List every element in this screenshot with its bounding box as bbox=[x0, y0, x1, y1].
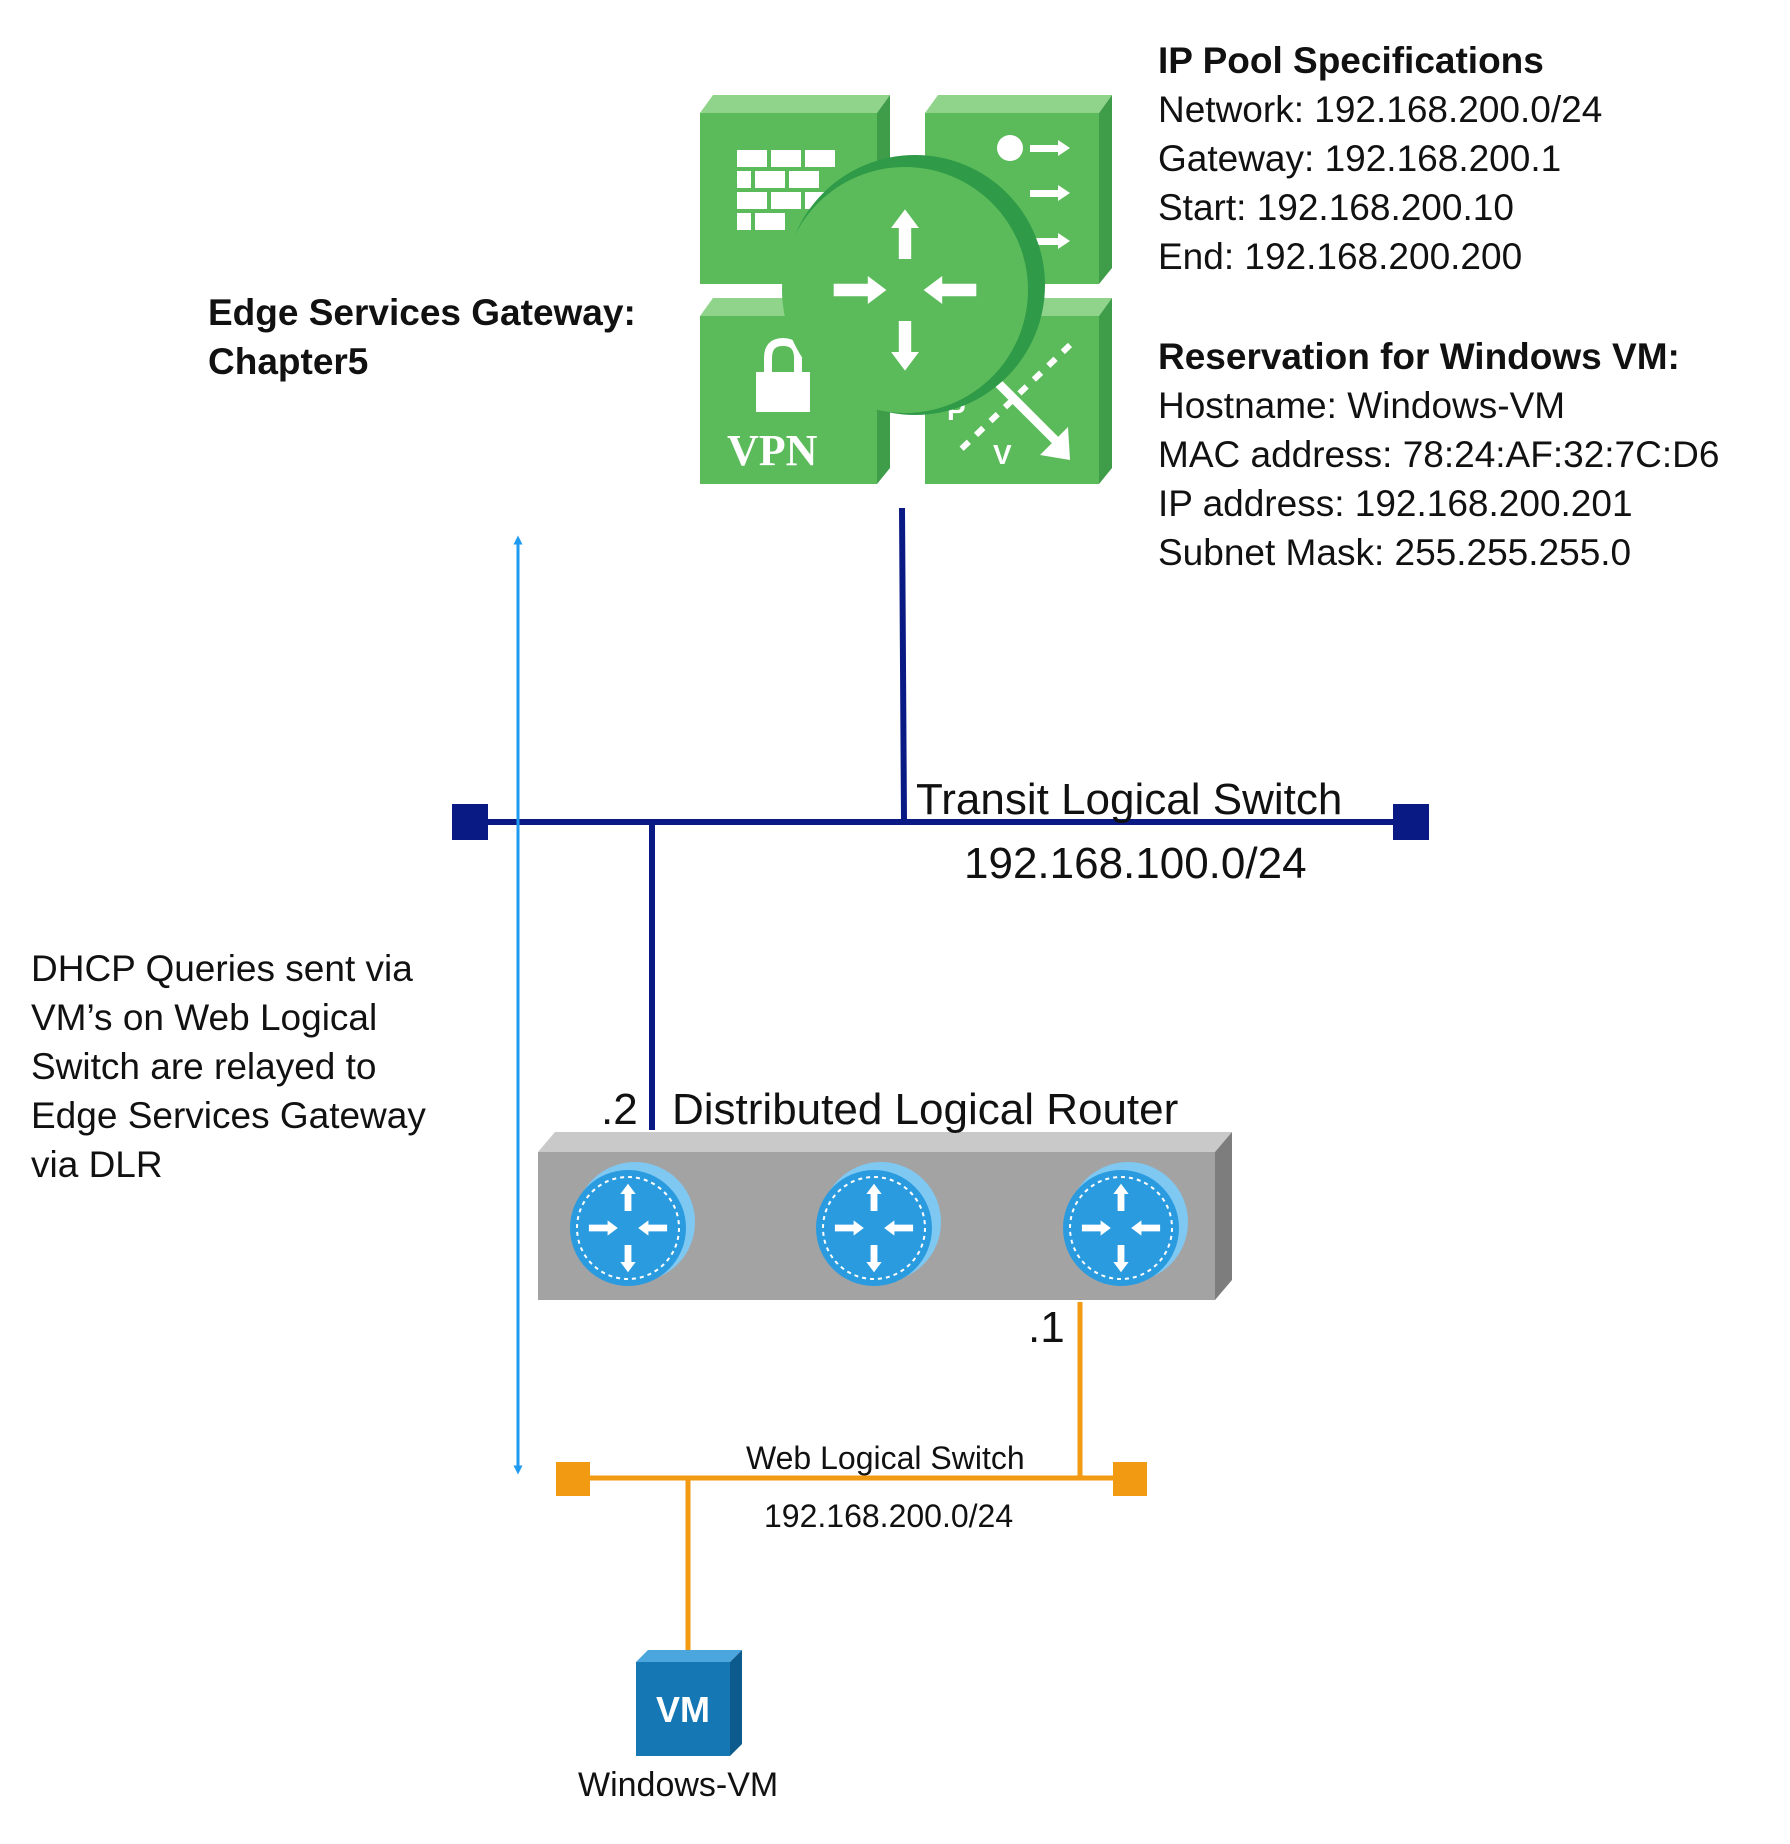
edge-gateway-label: Edge Services Gateway: Chapter5 bbox=[208, 288, 636, 386]
ip-pool-heading: IP Pool Specifications bbox=[1158, 40, 1544, 81]
web-switch-subnet: 192.168.200.0/24 bbox=[764, 1498, 1014, 1534]
dlr-router-icon-2 bbox=[816, 1162, 941, 1286]
reservation-mac-address: MAC address: 78:24:AF:32:7C:D6 bbox=[1158, 434, 1720, 475]
dhcp-note-line5: via DLR bbox=[31, 1144, 163, 1185]
vm-icon: VM bbox=[636, 1650, 742, 1756]
vm-name: Windows-VM bbox=[578, 1766, 779, 1804]
windows-vm-reservation: Reservation for Windows VM: Hostname: Wi… bbox=[1158, 332, 1719, 577]
dhcp-note-line1: DHCP Queries sent via bbox=[31, 948, 413, 989]
vm-icon-label: VM bbox=[656, 1689, 710, 1730]
ip-pool-network: Network: 192.168.200.0/24 bbox=[1158, 89, 1603, 130]
lock-icon bbox=[764, 337, 802, 372]
reservation-heading: Reservation for Windows VM: bbox=[1158, 336, 1680, 377]
reservation-hostname: Hostname: Windows-VM bbox=[1158, 385, 1566, 426]
nat-v-label: V bbox=[993, 439, 1012, 470]
ip-pool-start: Start: 192.168.200.10 bbox=[1158, 187, 1514, 228]
transit-switch-endpoint-left bbox=[452, 804, 488, 840]
edge-services-gateway-icon: VPN P V bbox=[700, 95, 1112, 484]
transit-logical-switch bbox=[452, 507, 1429, 1130]
dhcp-relay-note: DHCP Queries sent via VM’s on Web Logica… bbox=[31, 944, 426, 1189]
distributed-logical-router-icon bbox=[538, 1132, 1232, 1300]
vpn-label: VPN bbox=[727, 426, 818, 475]
ip-pool-end: End: 192.168.200.200 bbox=[1158, 236, 1523, 277]
transit-switch-subnet: 192.168.100.0/24 bbox=[964, 839, 1307, 888]
reservation-ip-address: IP address: 192.168.200.201 bbox=[1158, 483, 1633, 524]
reservation-subnet-mask: Subnet Mask: 255.255.255.0 bbox=[1158, 532, 1632, 573]
nat-icon bbox=[952, 342, 1073, 460]
web-switch-endpoint-right bbox=[1113, 1462, 1147, 1496]
dhcp-note-line4: Edge Services Gateway bbox=[31, 1095, 426, 1136]
dlr-router-icon-1 bbox=[570, 1162, 695, 1286]
edge-router-circle bbox=[782, 155, 1045, 415]
ip-pool-specifications: IP Pool Specifications Network: 192.168.… bbox=[1158, 36, 1602, 281]
ip-pool-gateway: Gateway: 192.168.200.1 bbox=[1158, 138, 1562, 179]
dlr-internal-suffix: .1 bbox=[1028, 1303, 1065, 1352]
load-balancer-icon bbox=[997, 135, 1070, 249]
dlr-router-icon-3 bbox=[1063, 1162, 1188, 1286]
edge-uplink-line bbox=[899, 507, 907, 823]
edge-gateway-label-line1: Edge Services Gateway: bbox=[208, 292, 636, 333]
dlr-uplink-suffix: .2 bbox=[601, 1085, 638, 1134]
web-logical-switch bbox=[556, 1302, 1147, 1660]
web-switch-name: Web Logical Switch bbox=[746, 1440, 1025, 1476]
web-switch-endpoint-left bbox=[556, 1462, 590, 1496]
dhcp-note-line3: Switch are relayed to bbox=[31, 1046, 377, 1087]
dlr-name: Distributed Logical Router bbox=[672, 1085, 1179, 1134]
transit-switch-name: Transit Logical Switch bbox=[916, 775, 1343, 824]
edge-gateway-label-line2: Chapter5 bbox=[208, 341, 369, 382]
firewall-brick-icon bbox=[737, 150, 835, 230]
dhcp-note-line2: VM’s on Web Logical bbox=[31, 997, 378, 1038]
transit-switch-endpoint-right bbox=[1393, 804, 1429, 840]
